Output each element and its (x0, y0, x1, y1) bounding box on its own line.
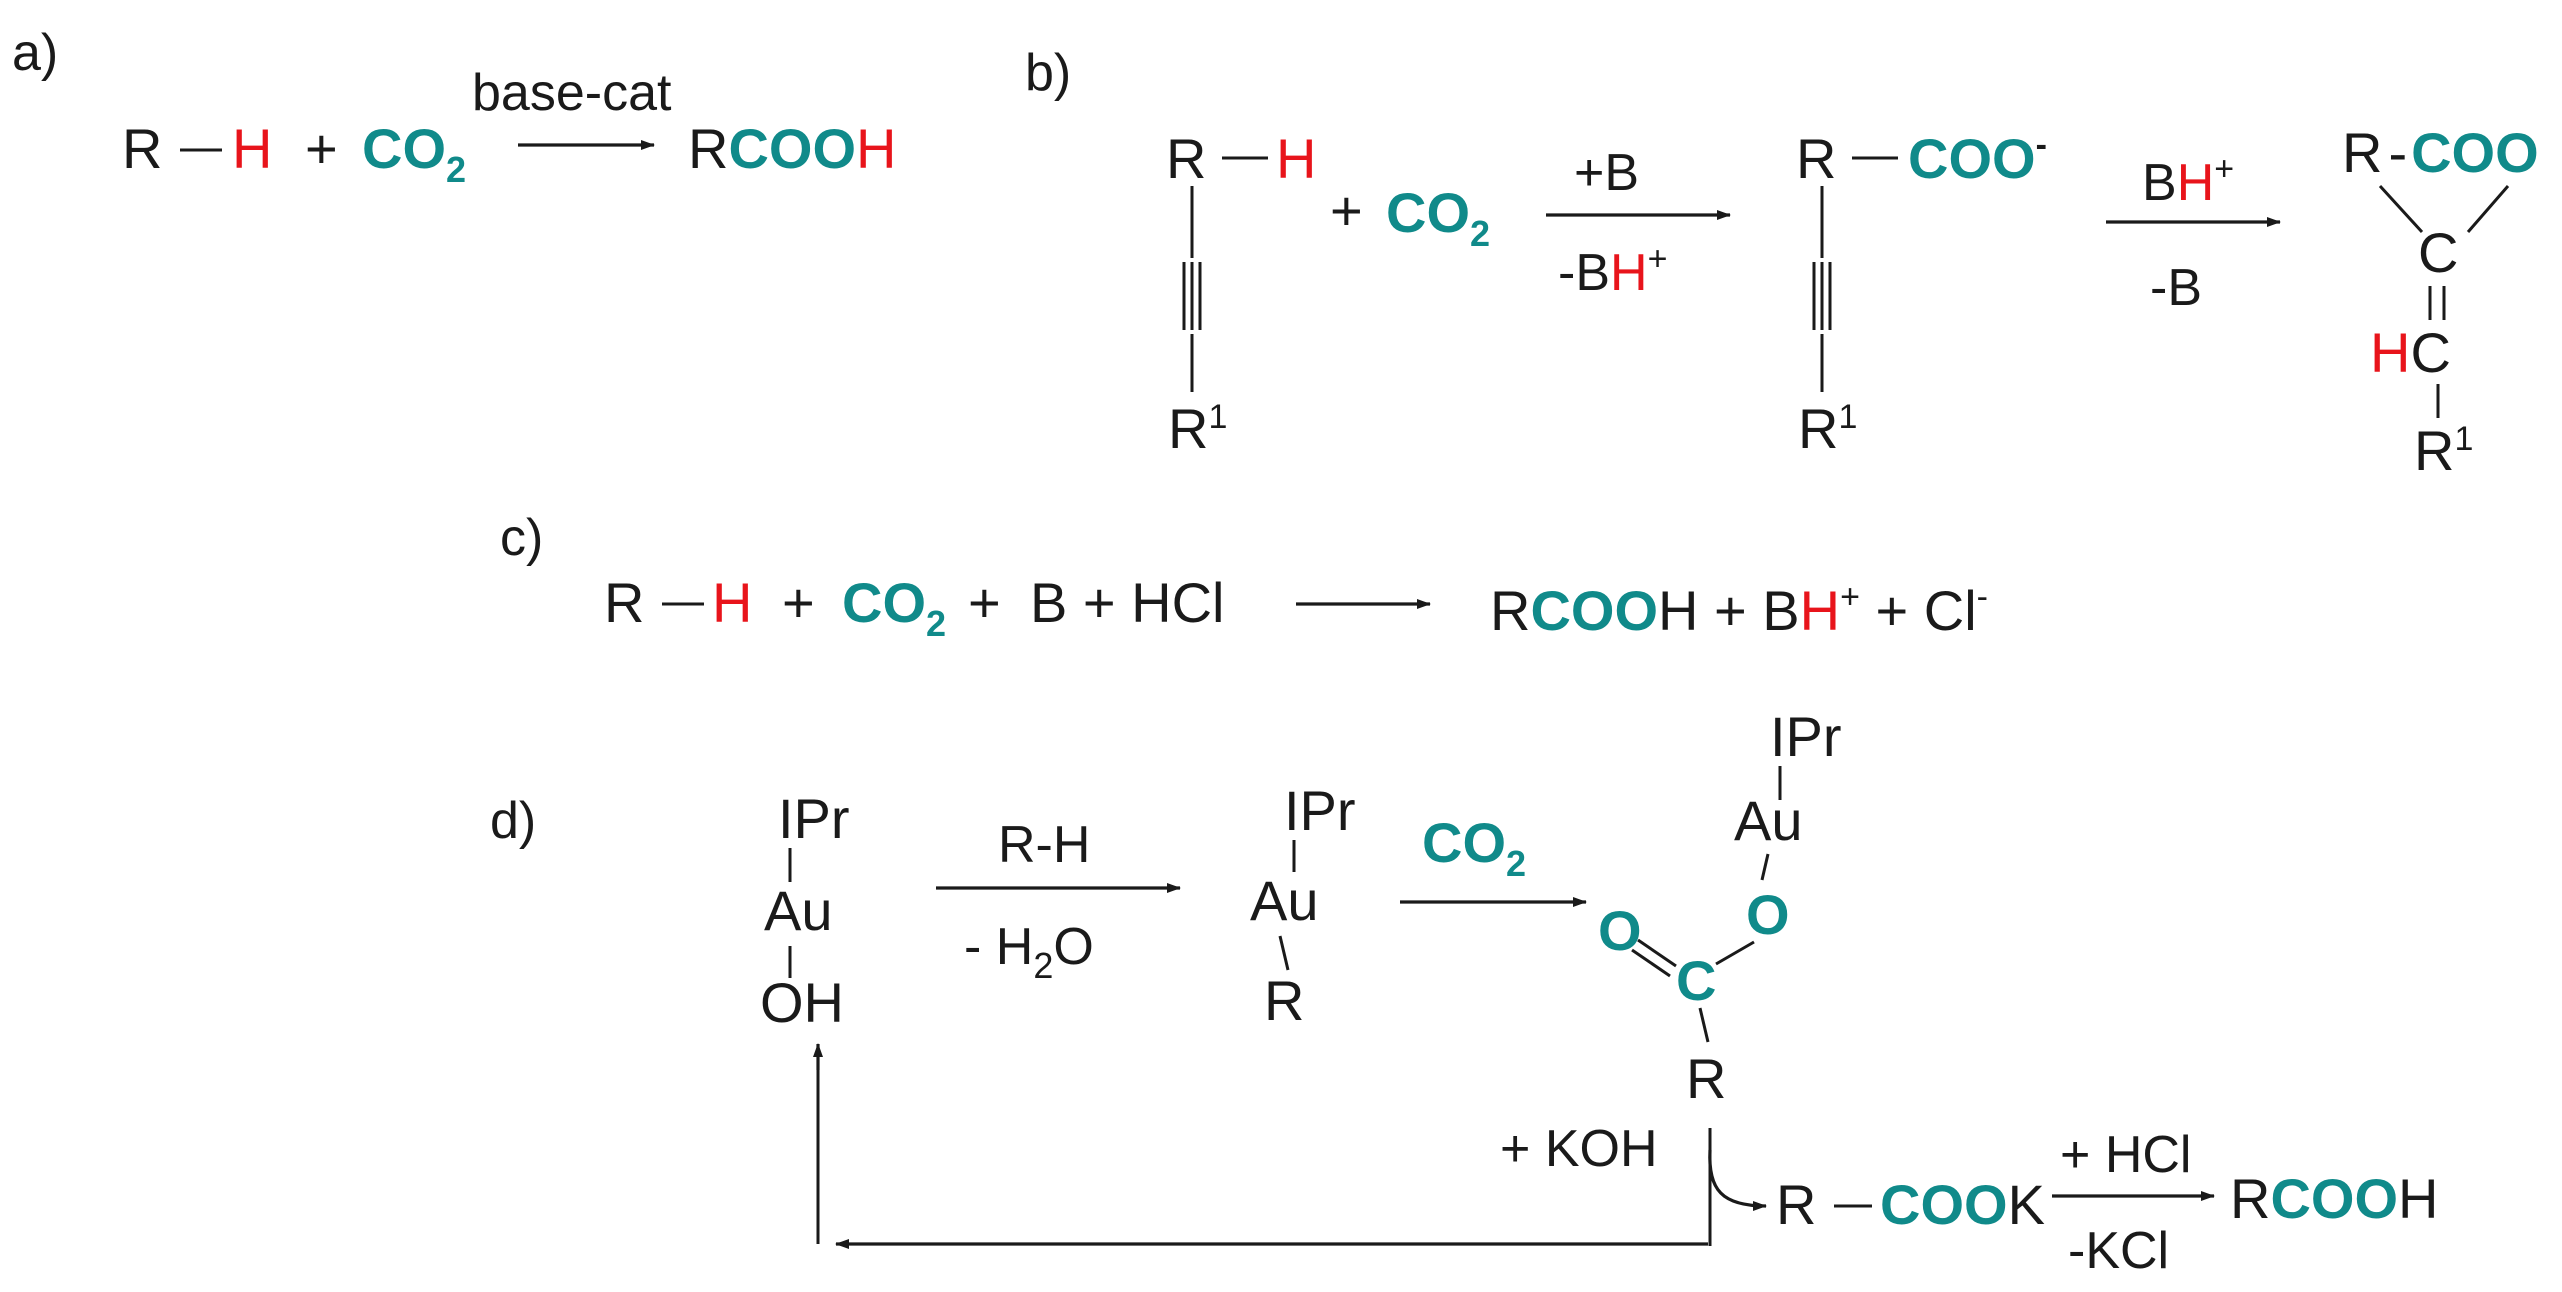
svg-text:R1: R1 (1798, 397, 1857, 460)
panel-a-rh: R (122, 117, 162, 180)
svg-text:OH: OH (760, 971, 844, 1034)
panel-a-co2: CO2 (362, 117, 466, 190)
panel-b-label: b) (1025, 44, 1071, 102)
panel-a-plus: + (305, 117, 338, 180)
svg-text:H: H (1276, 127, 1316, 190)
panel-b-step1-above: +B (1574, 144, 1639, 202)
panel-a-product: RCOOH (688, 117, 896, 180)
panel-d-step4-below: -KCl (2068, 1222, 2169, 1280)
svg-text:O: O (1746, 883, 1790, 946)
panel-d-label: d) (490, 792, 536, 850)
svg-text:IPr: IPr (1770, 705, 1842, 768)
svg-text:-BH+: -BH+ (1558, 240, 1667, 302)
svg-text:CO2: CO2 (842, 571, 946, 644)
svg-text:H: H (712, 571, 752, 634)
svg-text:COOK: COOK (1880, 1173, 2045, 1236)
panel-a-h: H (232, 117, 272, 180)
svg-text:HC: HC (2370, 321, 2451, 384)
panel-d-step3-left: + KOH (1500, 1120, 1658, 1178)
panel-a-condition: base-cat (472, 64, 672, 122)
svg-text:CO2: CO2 (1386, 181, 1490, 254)
svg-text:B + HCl: B + HCl (1030, 571, 1225, 634)
svg-text:R: R (1166, 127, 1206, 190)
svg-text:Au: Au (764, 879, 833, 942)
svg-text:RCOOH: RCOOH (2230, 1167, 2438, 1230)
panel-c: c) R H + CO2 + B + HCl RCOOH + BH+ + Cl- (500, 509, 1988, 644)
svg-text:R: R (1686, 1047, 1726, 1110)
svg-text:RCOOH + BH+ + Cl-: RCOOH + BH+ + Cl- (1490, 578, 1988, 642)
svg-text:C: C (2418, 221, 2458, 284)
svg-text:C: C (1676, 949, 1716, 1012)
panel-d: d) IPr Au OH R-H - H2O IPr Au R CO2 IPr … (490, 705, 2438, 1280)
svg-text:IPr: IPr (778, 787, 850, 850)
svg-text:+: + (1330, 179, 1363, 242)
svg-text:COO-: COO- (1908, 126, 2047, 190)
svg-text:Au: Au (1734, 789, 1803, 852)
svg-text:+: + (968, 571, 1001, 634)
svg-text:R-COO: R-COO (2342, 121, 2539, 184)
panel-c-label: c) (500, 509, 543, 567)
panel-d-step1-above: R-H (998, 816, 1090, 874)
svg-text:- H2O: - H2O (964, 918, 1094, 986)
svg-text:R: R (1796, 127, 1836, 190)
svg-text:R1: R1 (1168, 397, 1227, 460)
panel-d-step4-above: + HCl (2060, 1126, 2191, 1184)
panel-b-step2-below: -B (2150, 259, 2202, 317)
panel-a: a) R H + CO2 base-cat RCOOH (12, 24, 896, 190)
svg-text:CO2: CO2 (1422, 811, 1526, 884)
svg-text:IPr: IPr (1284, 779, 1356, 842)
svg-text:R: R (604, 571, 644, 634)
svg-text:BH+: BH+ (2142, 150, 2234, 212)
svg-text:R: R (1264, 969, 1304, 1032)
svg-text:Au: Au (1250, 869, 1319, 932)
svg-text:+: + (782, 571, 815, 634)
svg-text:R1: R1 (2414, 419, 2473, 482)
svg-text:R: R (1776, 1173, 1816, 1236)
panel-b: b) R H R1 + CO2 +B -BH+ R COO- R1 BH+ -B… (1025, 44, 2539, 482)
panel-a-label: a) (12, 24, 58, 82)
